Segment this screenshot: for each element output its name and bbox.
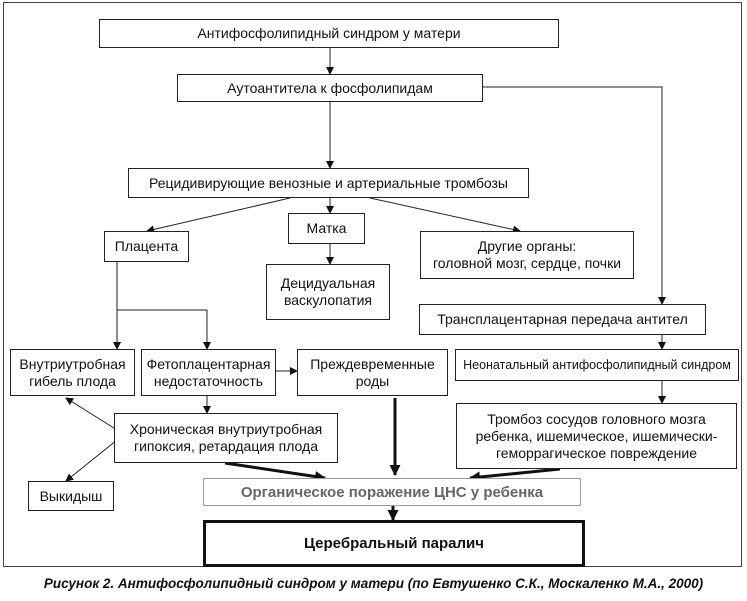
box-maternal-aps: Антифосфолипидный синдром у матери [99,19,559,48]
box-placenta: Плацента [104,231,189,262]
arrow-antibodies-to-transplacental [483,86,666,305]
arrow-hypoxia-to-miscarriage [65,439,118,482]
arrow-thromboses-to-other-organs [369,197,521,234]
box-thromboses: Рецидивирующие венозные и артериальные т… [128,168,529,198]
box-decidual: Децидуальная васкулопатия [266,264,390,320]
box-uterus: Матка [288,213,365,244]
box-fetoplacental: Фетоплацентарная недостаточность [141,349,276,396]
box-preterm: Преждевременные роды [297,349,448,396]
figure-caption: Рисунок 2. Антифосфолипидный синдром у м… [43,576,704,591]
box-fetal-death: Внутриутробная гибель плода [10,349,135,396]
box-miscarriage: Выкидыш [28,481,114,511]
arrow-brain-thrombosis-to-cns [469,467,561,483]
box-other-organs: Другие органы: головной мозг, сердце, по… [420,231,634,279]
arrow-hypoxia-to-cns [224,461,326,482]
arrow-thromboses-to-placenta [146,197,291,234]
arrow-placenta-to-fetoplacental [117,309,211,350]
box-antibodies: Аутоантитела к фосфолипидам [177,74,483,102]
box-transplacental: Трансплацентарная передача антител [419,304,706,335]
box-neonatal-aps: Неонатальный антифосфолипидный синдром [455,349,739,381]
arrow-hypoxia-to-fetal-death [65,397,118,431]
box-brain-thrombosis: Тромбоз сосудов головного мозга ребенка,… [456,403,737,469]
box-hypoxia: Хроническая внутриутробная гипоксия, рет… [114,413,338,463]
box-cerebral-palsy: Церебральный паралич [203,520,585,567]
box-cns-damage: Органическое поражение ЦНС у ребенка [203,478,581,506]
